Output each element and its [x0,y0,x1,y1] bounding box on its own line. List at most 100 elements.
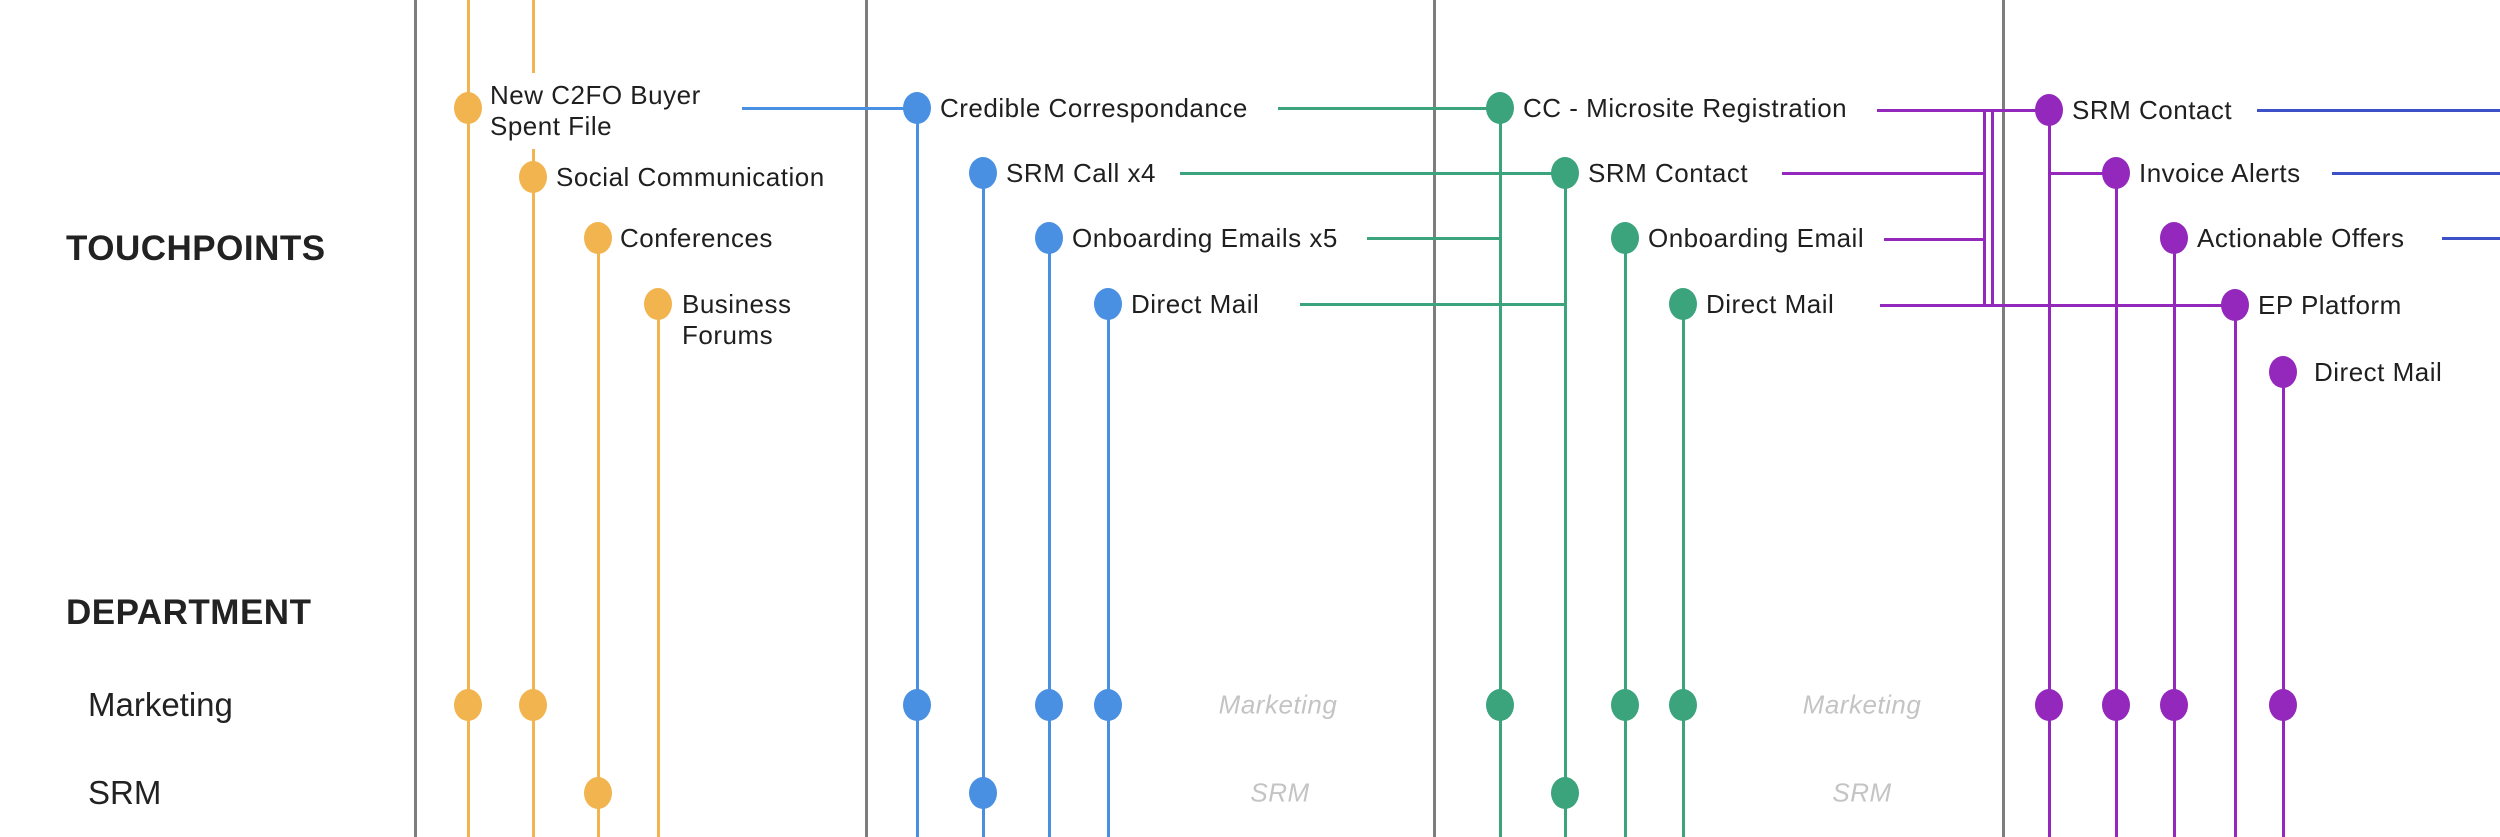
touchpoint-dot [2160,222,2188,254]
ghost-department-label: Marketing [1802,689,1922,720]
connector-line-horizontal [2442,236,2500,240]
touchpoint-label-line: Onboarding Emails x5 [1072,222,1338,253]
connector-line-horizontal [1278,106,1500,110]
touchpoint-label-line: SRM Contact [2072,94,2233,125]
touchpoint-label: SRM Contact [2072,87,2243,133]
touchpoint-stem-line [2281,372,2285,837]
touchpoint-label: Direct Mail [1706,281,1845,327]
connector-line-horizontal [1180,171,1565,175]
connector-line-horizontal [1880,303,2235,307]
touchpoint-label-line: Onboarding Email [1648,222,1865,253]
touchpoint-label-line: SRM Call x4 [1006,157,1156,188]
touchpoint-stem-line [1106,304,1110,837]
touchpoint-dot [2160,689,2188,721]
touchpoint-label: Actionable Offers [2197,215,2415,261]
touchpoint-dot [454,92,482,124]
touchpoint-dot [584,222,612,254]
touchpoint-stem-line [2172,238,2176,837]
touchpoint-dot [1611,222,1639,254]
ghost-department-label: SRM [1250,777,1310,808]
touchpoint-dot [1669,689,1697,721]
connector-line-horizontal [2049,171,2116,175]
column-separator-line [864,0,868,837]
department-row-label-marketing: Marketing [88,686,233,723]
column-separator-line [1432,0,1436,837]
connector-line-horizontal [1782,171,1986,175]
touchpoint-dot [519,161,547,193]
touchpoint-dot [903,92,931,124]
touchpoint-dot [2035,94,2063,126]
touchpoint-dot [2102,689,2130,721]
touchpoint-stem-line [2114,173,2118,837]
touchpoints-header: TOUCHPOINTS [66,229,326,268]
touchpoint-dot [1035,689,1063,721]
touchpoint-label-line: Invoice Alerts [2139,157,2301,188]
connector-line-vertical [1982,110,1986,305]
touchpoint-label: Onboarding Email [1648,215,1875,261]
touchpoint-stem-line [596,238,600,837]
touchpoint-stem-line [656,304,660,837]
touchpoint-label-line: SRM Contact [1588,157,1749,188]
touchpoint-label-line: New C2FO Buyer [490,79,701,110]
touchpoint-label: SRM Call x4 [1006,150,1166,196]
ghost-department-label: SRM [1832,777,1892,808]
touchpoint-label: EP Platform [2258,282,2412,328]
touchpoint-dot [644,288,672,320]
touchpoint-label-line: Forums [682,319,774,350]
ghost-department-label: Marketing [1218,689,1338,720]
touchpoint-dot [2221,289,2249,321]
touchpoint-label-line: Credible Correspondance [940,92,1248,123]
touchpoint-stem-line [1681,304,1685,837]
touchpoint-label-line: CC - Microsite Registration [1523,92,1848,123]
touchpoint-label-line: Spent File [490,110,613,141]
touchpoint-dot [1486,689,1514,721]
touchpoint-stem-line [531,0,535,837]
touchpoint-label: Social Communication [556,154,835,200]
touchpoint-stem-line [2233,305,2237,837]
touchpoint-stem-line [981,173,985,837]
touchpoint-label: SRM Contact [1588,150,1759,196]
touchpoint-dot [1094,689,1122,721]
touchpoint-dot [1669,288,1697,320]
connector-line-vertical [1990,110,1994,305]
department-row-label-srm: SRM [88,774,162,811]
connector-line-horizontal [742,106,917,110]
touchpoint-label: Invoice Alerts [2139,150,2311,196]
touchpoint-dot [969,157,997,189]
touchpoint-stem-line [466,0,470,837]
touchpoint-dot [2102,157,2130,189]
touchpoint-label-line: Direct Mail [2314,356,2443,387]
touchpoint-dot [519,689,547,721]
touchpoint-dot [1035,222,1063,254]
touchpoint-dot [2269,689,2297,721]
touchpoint-dot [454,689,482,721]
touchpoint-label: Direct Mail [1131,281,1270,327]
touchpoint-label: Direct Mail [2314,349,2453,395]
touchpoint-dot [1551,777,1579,809]
touchpoint-label-line: Direct Mail [1131,288,1260,319]
touchpoint-label-line: Social Communication [556,161,825,192]
touchpoint-dot [1486,92,1514,124]
connector-line-horizontal [1300,302,1565,306]
connector-line-horizontal [1884,237,1986,241]
touchpoint-dot [584,777,612,809]
touchpoint-label-line: Business [682,288,792,319]
touchpoint-stem-line [1623,238,1627,837]
department-header: DEPARTMENT [66,593,312,632]
touchpoint-dot [1551,157,1579,189]
touchpoint-label: Credible Correspondance [940,85,1258,131]
touchpoint-dot [1094,288,1122,320]
connector-line-horizontal [1367,236,1500,240]
touchpoint-stem-line [915,108,919,837]
touchpoint-stem-line [2047,110,2051,837]
touchpoint-dot [1611,689,1639,721]
touchpoint-label: CC - Microsite Registration [1523,85,1858,131]
connector-line-horizontal [1877,108,2049,112]
touchpoint-label: Onboarding Emails x5 [1072,215,1348,261]
touchpoint-label-line: Direct Mail [1706,288,1835,319]
connector-line-horizontal [2332,171,2500,175]
touchpoint-label-line: EP Platform [2258,289,2402,320]
